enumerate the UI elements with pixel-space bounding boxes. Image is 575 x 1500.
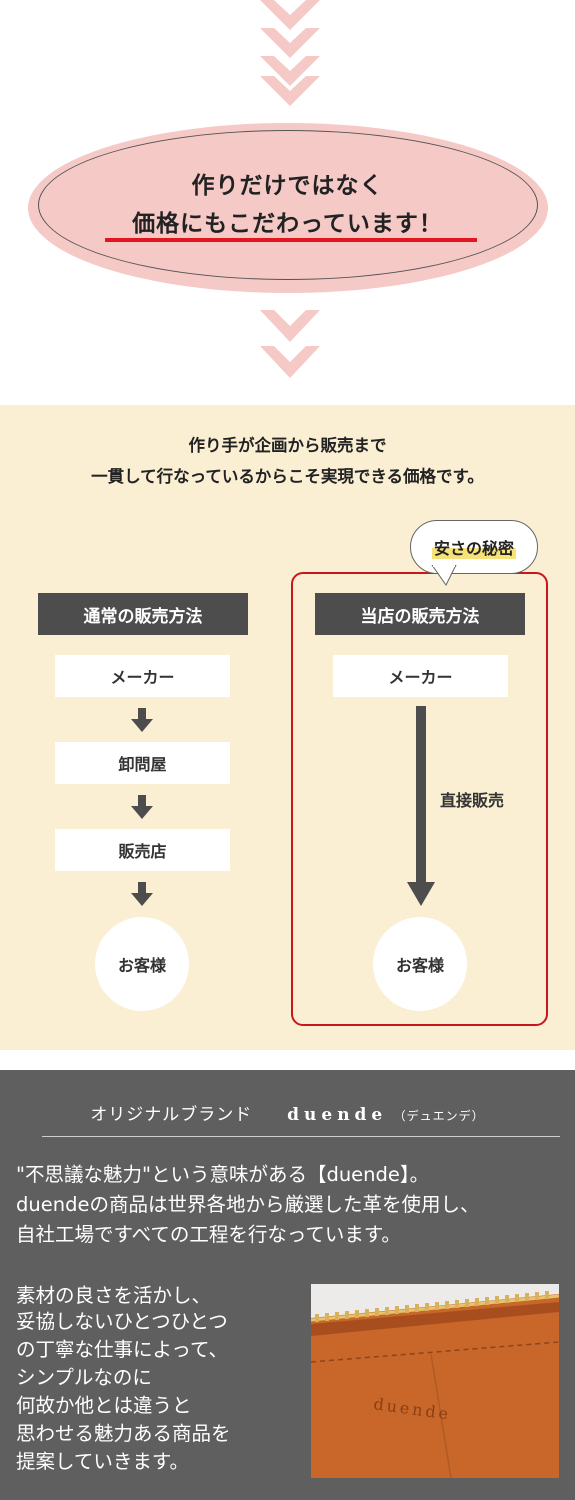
intro-line-2: 一貫して行なっているからこそ実現できる価格です。 [91, 467, 484, 486]
price-headline-section: 作りだけではなく 価格にもこだわっています！ [0, 0, 575, 405]
our-flow-title: 当店の販売方法 [315, 593, 525, 635]
brand-desc-line: 思わせる魅力ある商品を [16, 1422, 231, 1445]
our-flow-customer: お客様 [373, 917, 467, 1011]
brand-title-jp: オリジナルブランド [90, 1105, 253, 1125]
normal-flow-customer: お客様 [95, 917, 189, 1011]
normal-flow-title: 通常の販売方法 [38, 593, 248, 635]
brand-desc-line: 素材の良さを活かし、 [16, 1284, 212, 1307]
brand-desc-line: 自社工場ですべての工程を行なっています。 [16, 1223, 401, 1246]
chevron-down-icon [260, 310, 320, 378]
bubble-tail [431, 565, 457, 586]
headline-underline [105, 238, 477, 242]
normal-flow-step-retailer: 販売店 [55, 829, 230, 871]
brand-desc-line: 提案していきます。 [16, 1450, 189, 1473]
arrow-down-icon [131, 882, 153, 906]
sales-method-section [0, 405, 575, 1050]
direct-sales-label: 直接販売 [440, 791, 505, 810]
headline-line-2: 価格にもこだわっています！ [132, 211, 443, 237]
our-flow-frame [291, 572, 548, 1026]
headline-line-1: 作りだけではなく [191, 173, 384, 199]
brand-title-en: duende [287, 1105, 388, 1125]
brand-desc-line: シンプルなのに [16, 1366, 152, 1389]
normal-flow-step-maker: メーカー [55, 655, 230, 697]
brand-desc-line: 妥協しないひとつひとつ [16, 1310, 228, 1333]
long-arrow-down-icon [407, 706, 435, 906]
intro-line-1: 作り手が企画から販売まで [188, 436, 387, 455]
brand-title: オリジナルブランド duende （デュエンデ） [0, 1100, 575, 1125]
arrow-down-icon [131, 795, 153, 819]
brand-title-rule [42, 1136, 560, 1137]
brand-desc-line: の丁寧な仕事によって、 [16, 1338, 228, 1361]
our-flow-step-maker: メーカー [333, 655, 508, 697]
secret-badge: 安さの秘密 [410, 520, 538, 574]
brand-title-reading: （デュエンデ） [393, 1109, 485, 1123]
headline-ellipse-outline [38, 130, 538, 280]
secret-badge-label: 安さの秘密 [431, 535, 516, 559]
brand-desc-line: 何故か他とは違うと [16, 1394, 192, 1417]
normal-flow-step-wholesaler: 卸問屋 [55, 742, 230, 784]
arrow-down-icon [131, 708, 153, 732]
wallet-photo: duende [311, 1284, 559, 1478]
chevron-down-icon [260, 0, 320, 106]
brand-desc-line: "不思議な魅力"という意味がある【duende】。 [16, 1163, 430, 1186]
brand-desc-line: duendeの商品は世界各地から厳選した革を使用し、 [16, 1193, 480, 1216]
